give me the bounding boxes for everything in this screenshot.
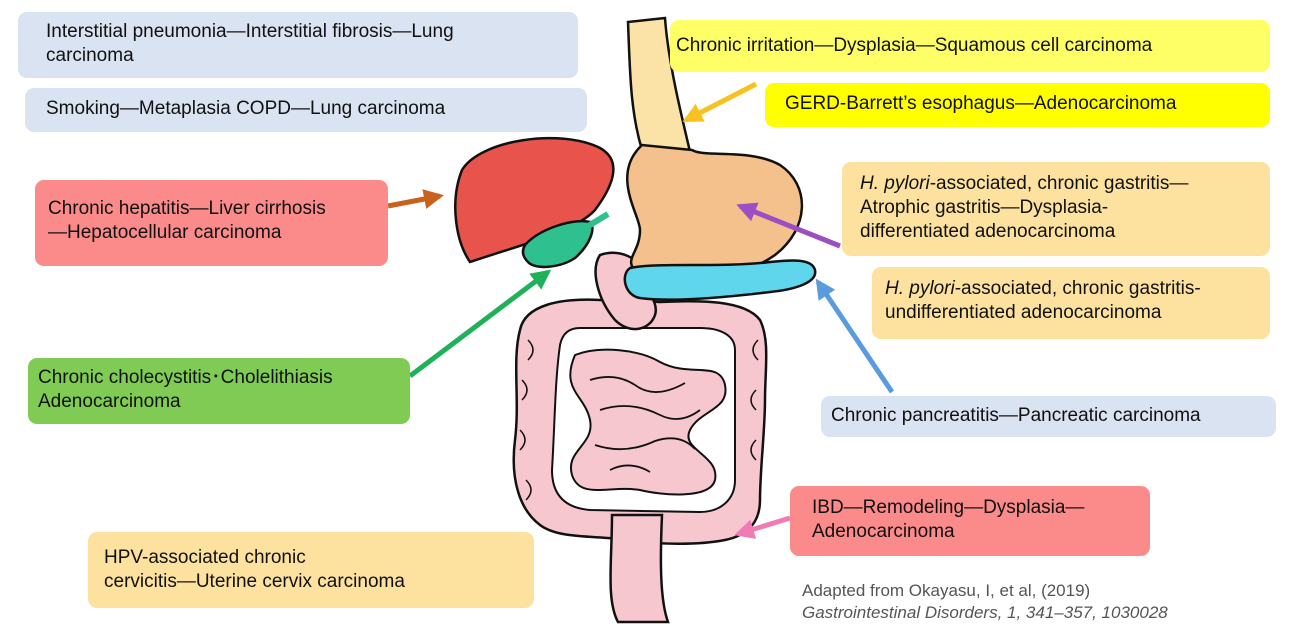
- lung-interstitial-box: Interstitial pneumonia—Interstitial fibr…: [18, 12, 578, 78]
- stomach-undiff-line2: undifferentiated adenocarcinoma: [885, 301, 1270, 325]
- stomach-differentiated-box: H. pylori-associated, chronic gastritis—…: [842, 162, 1270, 256]
- liver-line1: Chronic hepatitis—Liver cirrhosis: [48, 197, 388, 221]
- hpylori-italic: H. pylori: [860, 173, 930, 194]
- stomach-diff-line2: Atrophic gastritis—Dysplasia-: [860, 196, 1270, 220]
- stomach-undiff-line1-rest: -associated, chronic gastritis-: [955, 278, 1201, 299]
- lung-interstitial-line2: carcinoma: [46, 44, 578, 68]
- arrow-to-esophagus: [686, 84, 756, 120]
- liver-line2: —Hepatocellular carcinoma: [48, 221, 388, 245]
- pancreas-box: Chronic pancreatitis—Pancreatic carcinom…: [821, 396, 1276, 437]
- cervix-box: HPV-associated chronic cervicitis—Uterin…: [88, 532, 534, 608]
- esophagus-squamous-text: Chronic irritation—Dysplasia—Squamous ce…: [676, 34, 1270, 58]
- hpylori-italic: H. pylori: [885, 278, 955, 299]
- gallbladder-line1: Chronic cholecystitis･Cholelithiasis: [38, 366, 410, 390]
- esophagus-squamous-box: Chronic irritation—Dysplasia—Squamous ce…: [670, 20, 1270, 72]
- citation-line2: Gastrointestinal Disorders, 1, 341–357, …: [802, 602, 1168, 624]
- rectum: [611, 515, 669, 622]
- citation-line1: Adapted from Okayasu, I, et al, (2019): [802, 580, 1168, 602]
- stomach-diff-line3: differentiated adenocarcinoma: [860, 220, 1270, 244]
- gallbladder-line2: Adenocarcinoma: [38, 390, 410, 414]
- esophagus-gerd-text: GERD-Barrett’s esophagus—Adenocarcinoma: [785, 92, 1270, 116]
- arrow-to-liver: [388, 196, 440, 206]
- lung-smoking-text: Smoking—Metaplasia COPD—Lung carcinoma: [46, 97, 587, 121]
- gallbladder-box: Chronic cholecystitis･Cholelithiasis Ade…: [28, 358, 410, 424]
- stomach-diff-line1-rest: -associated, chronic gastritis—: [930, 173, 1189, 194]
- stomach-undifferentiated-box: H. pylori-associated, chronic gastritis-…: [872, 267, 1270, 339]
- stomach-diff-line1: H. pylori-associated, chronic gastritis—: [860, 172, 1270, 196]
- liver-box: Chronic hepatitis—Liver cirrhosis —Hepat…: [35, 180, 388, 266]
- colon-ibd-line2: Adenocarcinoma: [812, 520, 1150, 544]
- lung-interstitial-line1: Interstitial pneumonia—Interstitial fibr…: [46, 20, 578, 44]
- citation: Adapted from Okayasu, I, et al, (2019) G…: [802, 580, 1168, 624]
- pancreas: [625, 260, 815, 299]
- cervix-line1: HPV-associated chronic: [104, 546, 534, 570]
- colon-ibd-box: IBD—Remodeling—Dysplasia— Adenocarcinoma: [790, 486, 1150, 556]
- cervix-line2: cervicitis—Uterine cervix carcinoma: [104, 570, 534, 594]
- lung-smoking-box: Smoking—Metaplasia COPD—Lung carcinoma: [25, 88, 587, 132]
- pancreas-text: Chronic pancreatitis—Pancreatic carcinom…: [831, 404, 1276, 428]
- colon-ibd-line1: IBD—Remodeling—Dysplasia—: [812, 496, 1150, 520]
- esophagus-gerd-box: GERD-Barrett’s esophagus—Adenocarcinoma: [765, 83, 1270, 127]
- stomach-undiff-line1: H. pylori-associated, chronic gastritis-: [885, 277, 1270, 301]
